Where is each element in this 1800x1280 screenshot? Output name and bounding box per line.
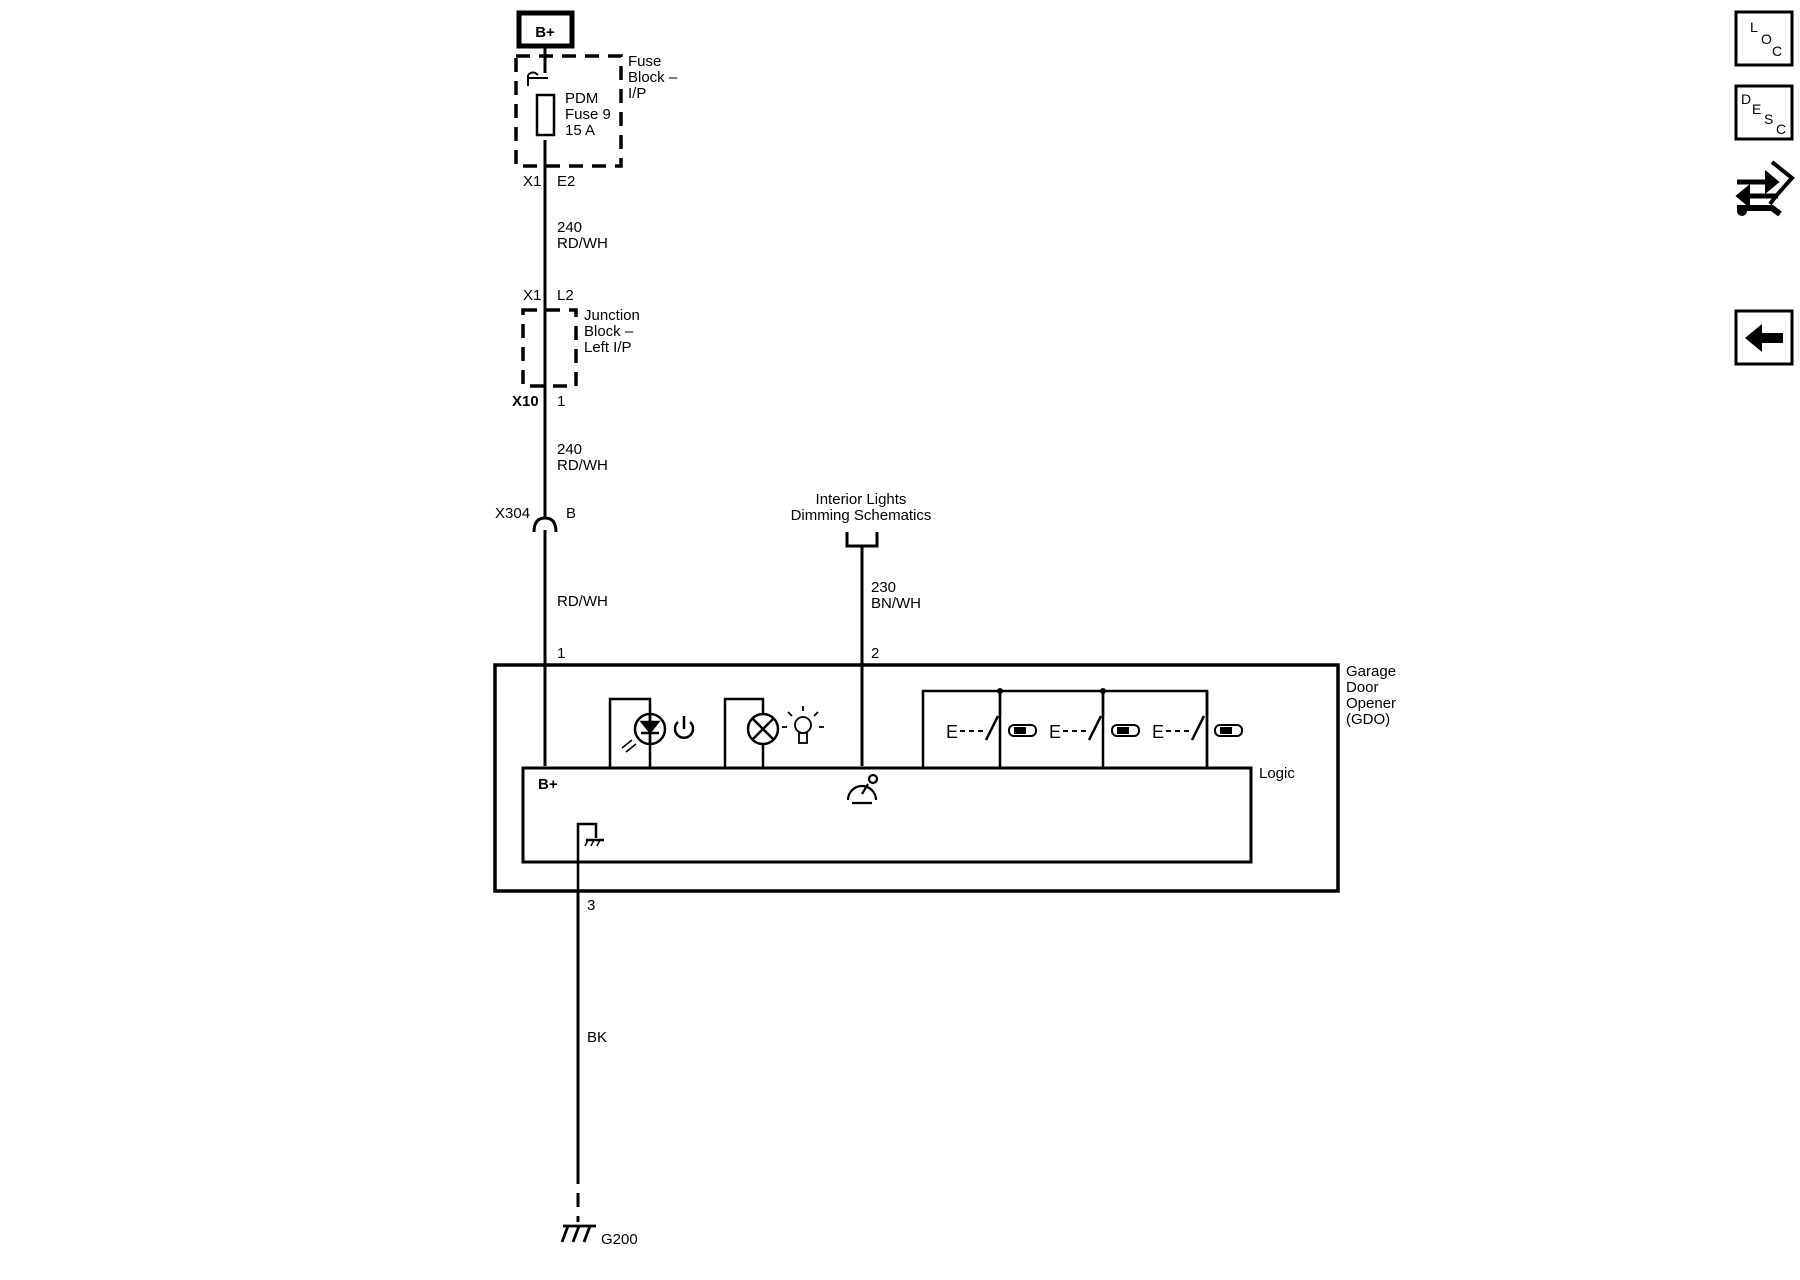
fuse-block-name-3: I/P (628, 85, 646, 102)
interior-lights-circuit: 230 (871, 579, 896, 596)
loc-letter-l: L (1750, 19, 1758, 35)
desc-letter-c: C (1776, 121, 1786, 137)
gdo-name-1: Garage (1346, 663, 1396, 680)
fuse-icon (535, 93, 556, 137)
junction-name-3: Left I/P (584, 339, 632, 356)
loc-letter-o: O (1761, 31, 1772, 47)
junction-in-connector: X1 (523, 287, 541, 304)
gdo-name-2: Door (1346, 679, 1379, 696)
gdo-bplus-label: B+ (538, 776, 558, 793)
ground-name: G200 (601, 1231, 638, 1248)
desc-letter-s: S (1764, 111, 1773, 127)
desc-button[interactable]: D E S C (1734, 84, 1794, 141)
inline-connector-pin: B (566, 505, 576, 522)
power-source: B+ (516, 10, 575, 49)
switch-1: E (946, 688, 1037, 742)
connector-arc-icon (532, 516, 558, 533)
wire-lower-color: RD/WH (557, 593, 608, 610)
switch-1-label: E (946, 722, 958, 742)
page-ref-bracket-icon (845, 532, 879, 548)
junction-block: X1 L2 Junction Block – Left I/P X10 1 (512, 287, 640, 410)
junction-out-connector: X10 (512, 393, 539, 410)
lamp-icon (723, 697, 780, 768)
internal-ground-icon (576, 822, 604, 891)
fuse-block-name-2: Block – (628, 69, 678, 86)
loc-icon: L O C (1750, 19, 1782, 59)
fuse-label-2: Fuse 9 (565, 106, 611, 123)
power-source-label: B+ (535, 24, 555, 41)
gdo-name-4: (GDO) (1346, 711, 1390, 728)
junction-out-pin: 1 (557, 393, 565, 410)
dimming-input-icon (846, 773, 879, 805)
switch-3-label: E (1152, 722, 1164, 742)
wire-middle-circuit: 240 (557, 441, 582, 458)
gdo-pin-ground: 3 (587, 897, 595, 914)
switch-2: E (1049, 688, 1140, 742)
chassis-ground-icon (560, 1224, 596, 1243)
gdo-pin-power: 1 (557, 645, 565, 662)
back-button[interactable] (1734, 309, 1794, 366)
fuse-splice-icon (527, 71, 539, 86)
fuse-label-3: 15 A (565, 122, 595, 139)
gdo-pin-dimming: 2 (871, 645, 879, 662)
interior-lights-name-1: Interior Lights (816, 491, 907, 508)
loc-button[interactable]: L O C (1734, 10, 1794, 67)
desc-icon: D E S C (1741, 91, 1786, 137)
inline-connector-name: X304 (495, 505, 530, 522)
wire-middle-color: RD/WH (557, 457, 608, 474)
gdo-name-3: Opener (1346, 695, 1396, 712)
wire-upper-circuit: 240 (557, 219, 582, 236)
ground-g200: G200 (560, 1224, 638, 1248)
connector-tool-icon (1735, 160, 1795, 217)
fuse-block-name-1: Fuse (628, 53, 661, 70)
led-indicator-icon (608, 697, 667, 768)
switch-panel (921, 689, 1209, 768)
fuse-label-1: PDM (565, 90, 598, 107)
light-bulb-icon (782, 706, 824, 744)
wire-upper-color: RD/WH (557, 235, 608, 252)
gdo-module: 1 2 Garage Door Opener (GDO) Logic B+ (493, 645, 1396, 893)
ground-wire: 3 BK (576, 891, 607, 1222)
switch-2-label: E (1049, 722, 1061, 742)
interior-lights-name-2: Dimming Schematics (791, 507, 932, 524)
ground-wire-color: BK (587, 1029, 607, 1046)
power-symbol-icon (673, 716, 695, 739)
switch-3: E (1152, 691, 1243, 742)
inline-connector-x304: X304 B (495, 505, 576, 533)
side-nav: L O C D E S C (1734, 10, 1795, 366)
interior-lights-color: BN/WH (871, 595, 921, 612)
loc-letter-c: C (1772, 43, 1782, 59)
desc-letter-e: E (1752, 101, 1761, 117)
back-arrow-icon (1745, 324, 1783, 352)
gdo-logic-label: Logic (1259, 765, 1295, 782)
interior-lights-ref: Interior Lights Dimming Schematics 230 B… (791, 491, 932, 766)
connector-tool-button[interactable] (1735, 160, 1795, 217)
junction-name-1: Junction (584, 307, 640, 324)
fuse-block-pin: E2 (557, 173, 575, 190)
junction-in-pin: L2 (557, 287, 574, 304)
fuse-block-connector: X1 (523, 173, 541, 190)
junction-name-2: Block – (584, 323, 634, 340)
fuse-block: PDM Fuse 9 15 A Fuse Block – I/P X1 E2 (514, 53, 678, 190)
desc-letter-d: D (1741, 91, 1751, 107)
